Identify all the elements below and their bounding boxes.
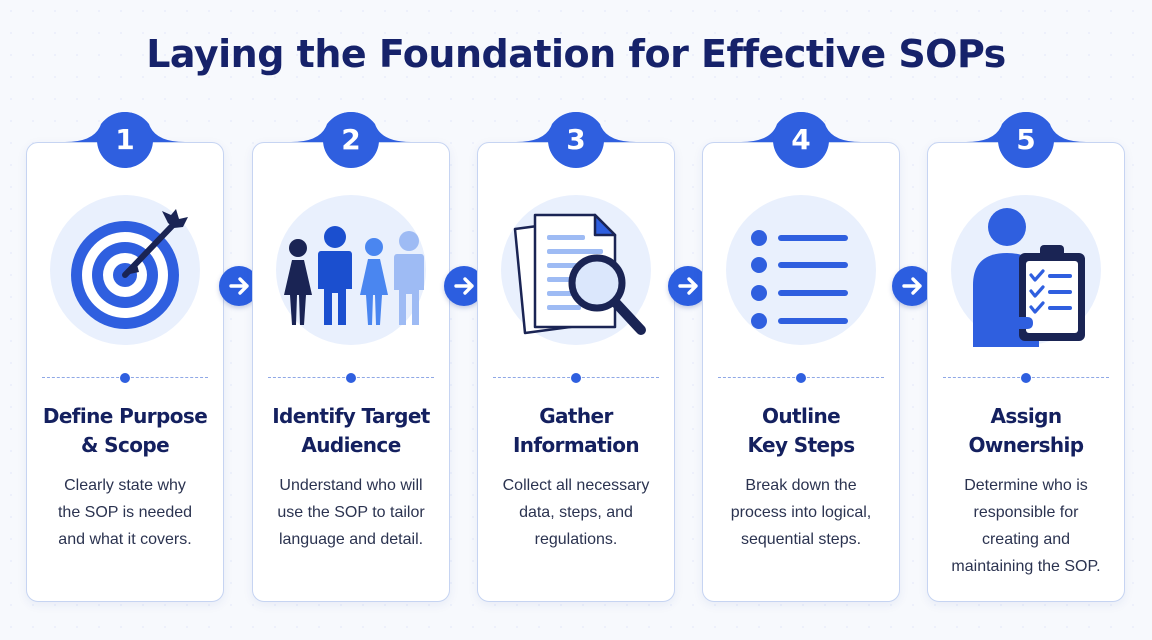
step-description-2: Understand who will use the SOP to tailo…: [277, 477, 425, 548]
divider-dot-1: [120, 373, 130, 383]
divider-dot-5: [1021, 373, 1031, 383]
step-description-1: Clearly state why the SOP is needed and …: [57, 477, 193, 548]
step-number-4: 4: [791, 123, 811, 156]
step-number-badge-1: [65, 111, 185, 168]
step-number-3: 3: [566, 123, 586, 156]
step-description-4: Break down the process into logical, seq…: [730, 477, 872, 548]
arrow-right-icon: [668, 266, 708, 306]
step-number-2: 2: [341, 123, 361, 156]
step-number-5: 5: [1016, 123, 1036, 156]
target-icon: [71, 209, 188, 329]
step-number-badge-5: [966, 111, 1086, 168]
divider-dot-4: [796, 373, 806, 383]
arrow-right-icon: [892, 266, 932, 306]
step-title-5: Assign Ownership: [968, 404, 1084, 457]
step-number-1: 1: [115, 123, 135, 156]
step-title-2: Identify Target Audience: [272, 404, 430, 457]
divider-dot-3: [571, 373, 581, 383]
bullet-list-icon: [751, 230, 848, 329]
step-description-3: Collect all necessary data, steps, and r…: [502, 477, 650, 548]
people-icon: [284, 226, 424, 325]
document-search-icon: [513, 213, 646, 335]
step-icon-circle-2: [276, 195, 426, 345]
step-number-badge-3: [516, 111, 636, 168]
step-icon-circle-5: [951, 195, 1101, 347]
step-title-4: Outline Key Steps: [747, 404, 855, 457]
person-clipboard-icon: [973, 208, 1085, 347]
divider-dot-2: [346, 373, 356, 383]
step-title-1: Define Purpose & Scope: [42, 404, 208, 457]
step-icon-circle-1: [50, 195, 200, 345]
step-number-badge-4: [741, 111, 861, 168]
step-number-badge-2: [291, 111, 411, 168]
page-title: Laying the Foundation for Effective SOPs: [146, 32, 1006, 76]
step-icon-circle-4: [726, 195, 876, 345]
step-description-5: Determine who is responsible for creatin…: [951, 477, 1101, 575]
step-title-3: Gather Information: [512, 404, 640, 457]
step-icon-circle-3: [501, 195, 651, 345]
